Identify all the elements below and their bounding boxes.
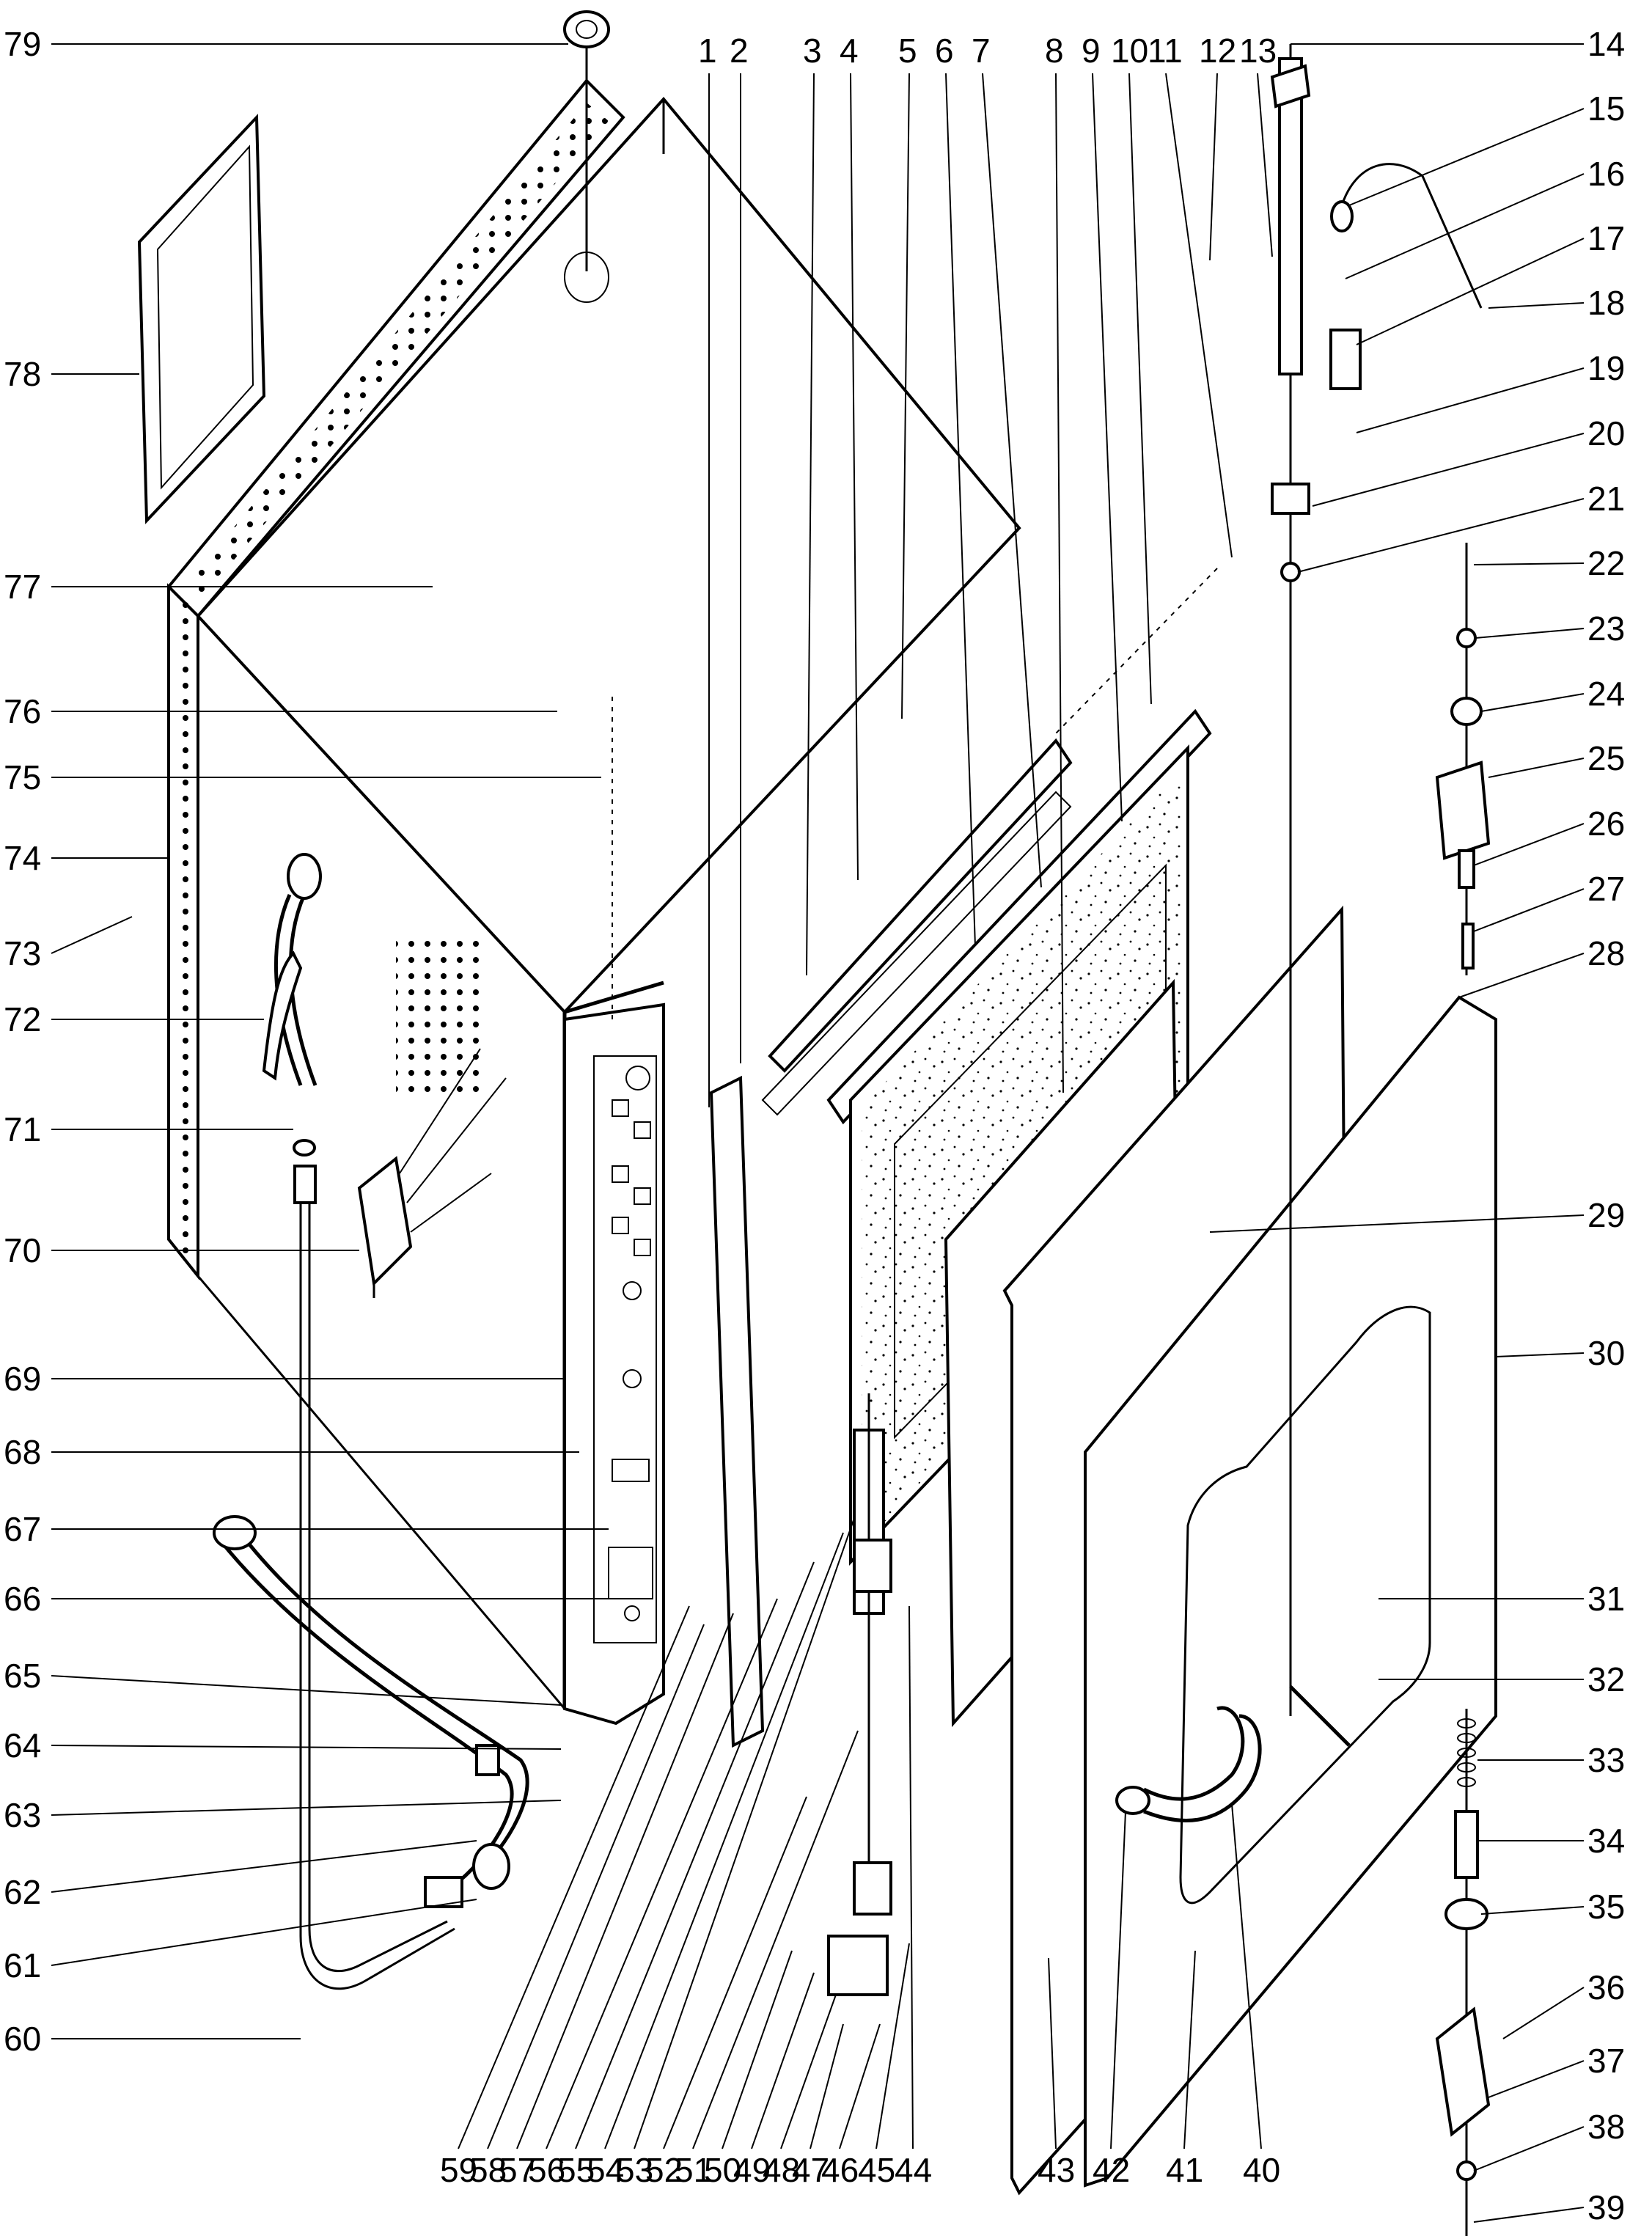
label-44: 44	[895, 2151, 932, 2189]
label-27: 27	[1587, 870, 1625, 908]
label-71: 71	[4, 1110, 41, 1148]
label-2: 2	[730, 32, 749, 70]
label-54: 54	[587, 2151, 624, 2189]
label-64: 64	[4, 1726, 41, 1764]
label-49: 49	[733, 2151, 771, 2189]
label-69: 69	[4, 1360, 41, 1398]
label-65: 65	[4, 1657, 41, 1695]
label-16: 16	[1587, 155, 1625, 193]
label-59: 59	[440, 2151, 477, 2189]
label-3: 3	[803, 32, 822, 70]
label-35: 35	[1587, 1888, 1625, 1926]
label-7: 7	[972, 32, 991, 70]
vent-ring	[563, 10, 610, 303]
hinge-column	[827, 1393, 892, 1996]
label-10: 10	[1111, 32, 1148, 70]
label-19: 19	[1587, 349, 1625, 387]
label-36: 36	[1587, 1968, 1625, 2006]
label-1: 1	[698, 32, 717, 70]
label-12: 12	[1199, 32, 1236, 70]
label-66: 66	[4, 1580, 41, 1618]
label-8: 8	[1045, 32, 1064, 70]
label-63: 63	[4, 1796, 41, 1834]
label-30: 30	[1587, 1334, 1625, 1372]
label-52: 52	[645, 2151, 683, 2189]
steam-tube	[213, 1515, 529, 1886]
label-60: 60	[4, 2020, 41, 2058]
label-32: 32	[1587, 1660, 1625, 1698]
label-77: 77	[4, 568, 41, 606]
label-68: 68	[4, 1433, 41, 1471]
label-39: 39	[1587, 2188, 1625, 2226]
filter-panel	[137, 114, 266, 524]
label-22: 22	[1587, 544, 1625, 582]
label-20: 20	[1587, 414, 1625, 452]
label-34: 34	[1587, 1822, 1625, 1860]
label-51: 51	[675, 2151, 712, 2189]
perforated-side-panel	[166, 78, 625, 1280]
label-13: 13	[1239, 32, 1277, 70]
label-55: 55	[557, 2151, 595, 2189]
label-24: 24	[1587, 675, 1625, 713]
label-72: 72	[4, 1000, 41, 1038]
label-43: 43	[1038, 2151, 1075, 2189]
leader-lines	[51, 43, 1585, 2223]
label-15: 15	[1587, 89, 1625, 128]
label-4: 4	[840, 32, 859, 70]
label-11: 11	[1148, 32, 1183, 70]
hinge-bracket	[357, 1048, 507, 1298]
label-26: 26	[1587, 804, 1625, 843]
label-42: 42	[1093, 2151, 1130, 2189]
label-45: 45	[858, 2151, 895, 2189]
label-62: 62	[4, 1873, 41, 1911]
label-31: 31	[1587, 1580, 1625, 1618]
label-61: 61	[4, 1946, 41, 1984]
callout-labels: 1 2 3 4 5 6 7 8 9 10 11 12 13 14 15 16 1…	[4, 25, 1625, 2226]
label-14: 14	[1587, 25, 1625, 63]
label-78: 78	[4, 355, 41, 393]
label-47: 47	[792, 2151, 829, 2189]
label-73: 73	[4, 934, 41, 972]
label-37: 37	[1587, 2042, 1625, 2080]
label-74: 74	[4, 839, 41, 877]
label-79: 79	[4, 25, 41, 63]
label-76: 76	[4, 692, 41, 730]
label-67: 67	[4, 1510, 41, 1548]
spring	[1457, 1718, 1476, 1787]
label-46: 46	[821, 2151, 859, 2189]
label-41: 41	[1166, 2151, 1203, 2189]
label-29: 29	[1587, 1196, 1625, 1234]
label-75: 75	[4, 758, 41, 796]
label-40: 40	[1243, 2151, 1280, 2189]
label-56: 56	[528, 2151, 565, 2189]
label-33: 33	[1587, 1741, 1625, 1779]
label-25: 25	[1587, 739, 1625, 777]
label-23: 23	[1587, 609, 1625, 648]
spring-hardware	[1435, 1709, 1491, 2236]
label-48: 48	[763, 2151, 800, 2189]
label-6: 6	[935, 32, 954, 70]
label-70: 70	[4, 1231, 41, 1269]
label-18: 18	[1587, 284, 1625, 322]
vent-pattern	[396, 939, 484, 1093]
label-5: 5	[898, 32, 917, 70]
label-50: 50	[704, 2151, 741, 2189]
label-21: 21	[1587, 480, 1625, 518]
label-17: 17	[1587, 219, 1625, 257]
label-58: 58	[469, 2151, 507, 2189]
upper-handle	[262, 853, 322, 1086]
label-38: 38	[1587, 2108, 1625, 2146]
label-28: 28	[1587, 934, 1625, 972]
label-57: 57	[499, 2151, 536, 2189]
label-53: 53	[616, 2151, 653, 2189]
label-9: 9	[1082, 32, 1101, 70]
drain-pipe	[293, 1139, 510, 1990]
control-knobs	[608, 1066, 653, 1621]
